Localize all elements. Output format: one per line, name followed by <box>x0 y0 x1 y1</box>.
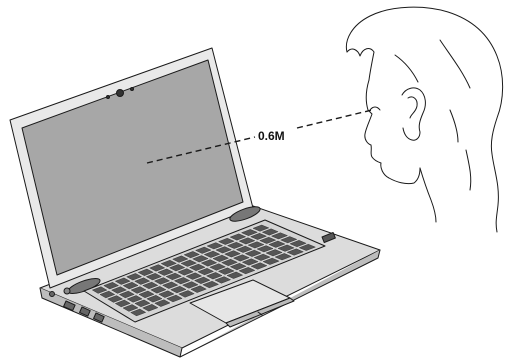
viewer-head <box>346 7 502 232</box>
eye <box>370 107 380 110</box>
neck <box>420 168 436 222</box>
webcam-icon <box>117 90 124 97</box>
power-button-icon <box>64 288 70 294</box>
distance-label: 0.6M <box>258 129 285 143</box>
distance-line-eye-side <box>297 110 372 128</box>
laptop <box>10 48 380 357</box>
